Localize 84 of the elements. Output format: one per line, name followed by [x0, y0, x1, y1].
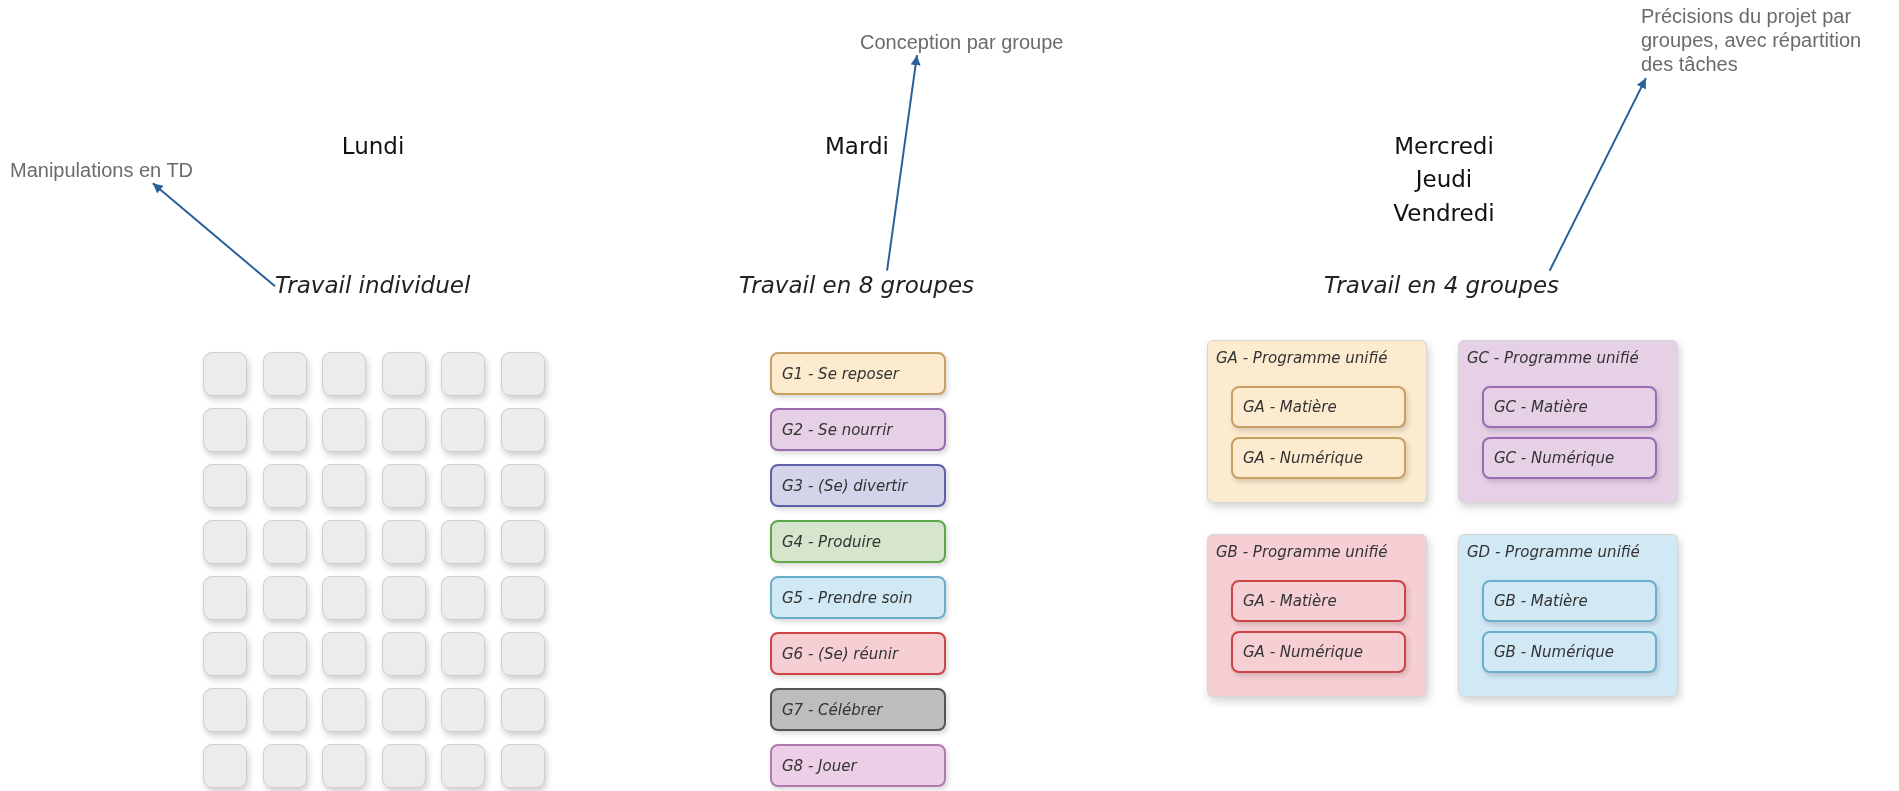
day-label: Mardi [824, 132, 890, 161]
student-tile [500, 576, 545, 620]
student-tile [381, 632, 426, 676]
student-tile [441, 576, 485, 620]
group-box: GA - Matière [1231, 580, 1406, 622]
student-tile [203, 632, 247, 676]
student-tile [262, 352, 307, 396]
group-panel [1207, 340, 1427, 503]
student-tile [322, 688, 366, 732]
student-tile [203, 744, 247, 788]
student-tile [441, 632, 485, 676]
student-tile [381, 744, 426, 788]
note-text: Manipulations en TD [10, 158, 194, 182]
group-box: GA - Numérique [1231, 437, 1406, 479]
group-box: G2 - Se nourrir [770, 408, 946, 451]
panel-title: GC - Programme unifié [1467, 349, 1639, 367]
student-tile [262, 576, 307, 620]
arrow [886, 54, 921, 272]
student-tile [203, 688, 247, 732]
student-tile [262, 688, 307, 732]
student-tile [381, 576, 426, 620]
student-tile [203, 576, 247, 620]
student-tile [500, 688, 545, 732]
group-box: G5 - Prendre soin [770, 576, 946, 619]
student-tile [441, 688, 485, 732]
arrow [1548, 77, 1647, 272]
panel-title: GB - Programme unifié [1216, 543, 1388, 561]
student-tile [262, 464, 307, 508]
student-tile [500, 520, 545, 564]
student-tile [322, 464, 366, 508]
student-tile [381, 408, 426, 452]
student-tile [381, 464, 426, 508]
caption-text: Travail en 4 groupes [1324, 272, 1560, 298]
student-tile [500, 632, 545, 676]
student-tile [381, 688, 426, 732]
student-tile [203, 352, 247, 396]
arrow [151, 182, 276, 288]
group-panel [1207, 534, 1427, 697]
student-tile [322, 632, 366, 676]
group-box: GB - Matière [1482, 580, 1657, 622]
student-tile [441, 408, 485, 452]
student-tile [500, 352, 545, 396]
student-tile [381, 520, 426, 564]
group-box: G7 - Célébrer [770, 688, 946, 731]
note-text: Précisions du projet par groupes, avec répartition des tâches [1641, 4, 1886, 76]
caption-text: Travail en 8 groupes [739, 272, 975, 298]
student-tile [322, 576, 366, 620]
group-box: G6 - (Se) réunir [770, 632, 946, 675]
student-tile [203, 520, 247, 564]
student-tile [203, 464, 247, 508]
group-panel [1458, 340, 1678, 503]
day-label: Lundi [340, 132, 406, 161]
group-box: GC - Matière [1482, 386, 1657, 428]
student-tile [441, 464, 485, 508]
group-box: G8 - Jouer [770, 744, 946, 787]
student-tile [262, 408, 307, 452]
student-tile [262, 520, 307, 564]
group-box: G4 - Produire [770, 520, 946, 563]
student-tile [441, 520, 485, 564]
student-tile [322, 408, 366, 452]
group-box: GB - Numérique [1482, 631, 1657, 673]
group-panel [1458, 534, 1678, 697]
group-box: GA - Numérique [1231, 631, 1406, 673]
group-box: G3 - (Se) divertir [770, 464, 946, 507]
note-text: Conception par groupe [860, 30, 1064, 54]
group-box: G1 - Se reposer [770, 352, 946, 395]
group-box: GA - Matière [1231, 386, 1406, 428]
student-tile [322, 520, 366, 564]
caption-text: Travail individuel [275, 272, 471, 298]
student-tile [203, 408, 247, 452]
student-tile [262, 744, 307, 788]
student-tile [500, 408, 545, 452]
student-tile [322, 352, 366, 396]
student-tile [381, 352, 426, 396]
student-tile [441, 744, 485, 788]
student-tile [441, 352, 485, 396]
panel-title: GD - Programme unifié [1467, 543, 1640, 561]
student-tile [500, 744, 545, 788]
student-tile [500, 464, 545, 508]
student-tile [262, 632, 307, 676]
group-box: GC - Numérique [1482, 437, 1657, 479]
student-tile [322, 744, 366, 788]
panel-title: GA - Programme unifié [1216, 349, 1388, 367]
day-label: Mercredi Jeudi Vendredi [1392, 132, 1496, 228]
